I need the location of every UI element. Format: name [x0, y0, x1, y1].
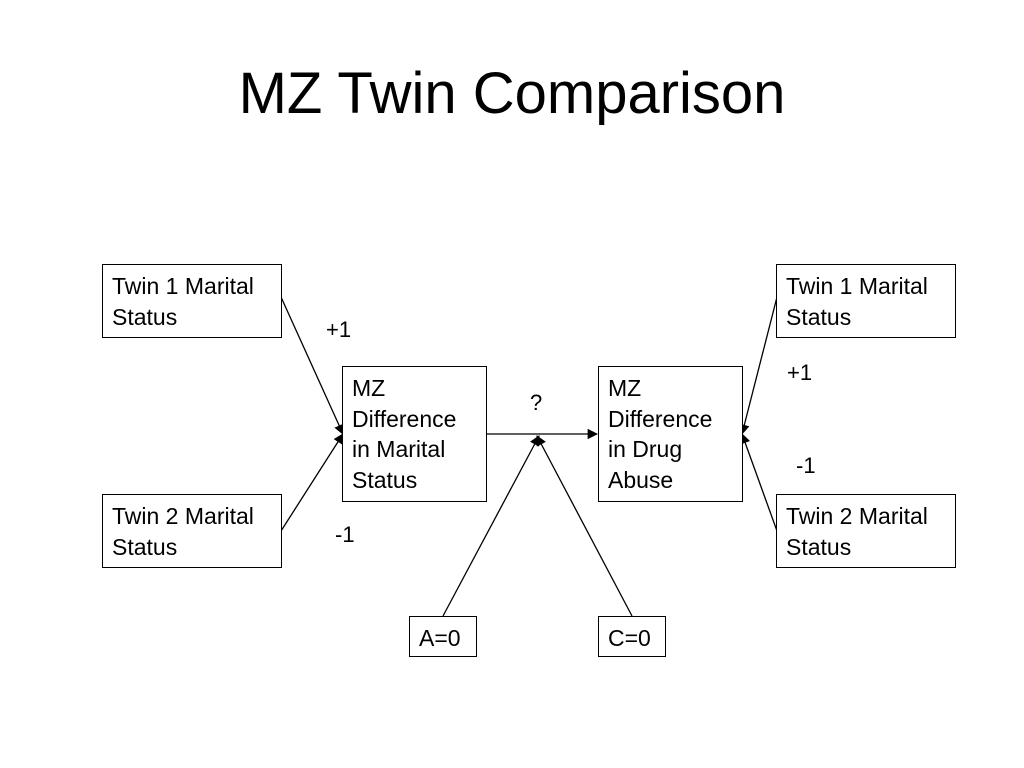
- left-twin2-marital-status-box: Twin 2 Marital Status: [102, 494, 282, 568]
- question-mark-label: ?: [530, 390, 543, 415]
- c-zero-box: C=0: [598, 616, 666, 657]
- right-twin2-marital-status-box: Twin 2 Marital Status: [776, 494, 956, 568]
- arrow-left-twin2-to-marital-diff: [280, 433, 344, 532]
- right-minus-one-label: -1: [796, 453, 816, 478]
- left-plus-one-label: +1: [326, 317, 352, 342]
- left-minus-one-label: -1: [335, 522, 355, 547]
- right-plus-one-label: +1: [787, 360, 813, 385]
- arrow-right-twin2-to-drug-diff: [740, 433, 778, 532]
- left-twin1-marital-status-box: Twin 1 Marital Status: [102, 264, 282, 338]
- mz-difference-marital-status-box: MZ Difference in Marital Status: [342, 366, 487, 502]
- arrow-left-twin1-to-marital-diff: [280, 296, 344, 435]
- arrow-c-to-path: [536, 435, 633, 617]
- a-zero-box: A=0: [409, 616, 477, 657]
- mz-difference-drug-abuse-box: MZ Difference in Drug Abuse: [598, 366, 743, 502]
- right-twin1-marital-status-box: Twin 1 Marital Status: [776, 264, 956, 338]
- arrow-a-to-path: [442, 435, 540, 617]
- page-title: MZ Twin Comparison: [238, 61, 786, 126]
- arrow-right-twin1-to-drug-diff: [739, 296, 778, 436]
